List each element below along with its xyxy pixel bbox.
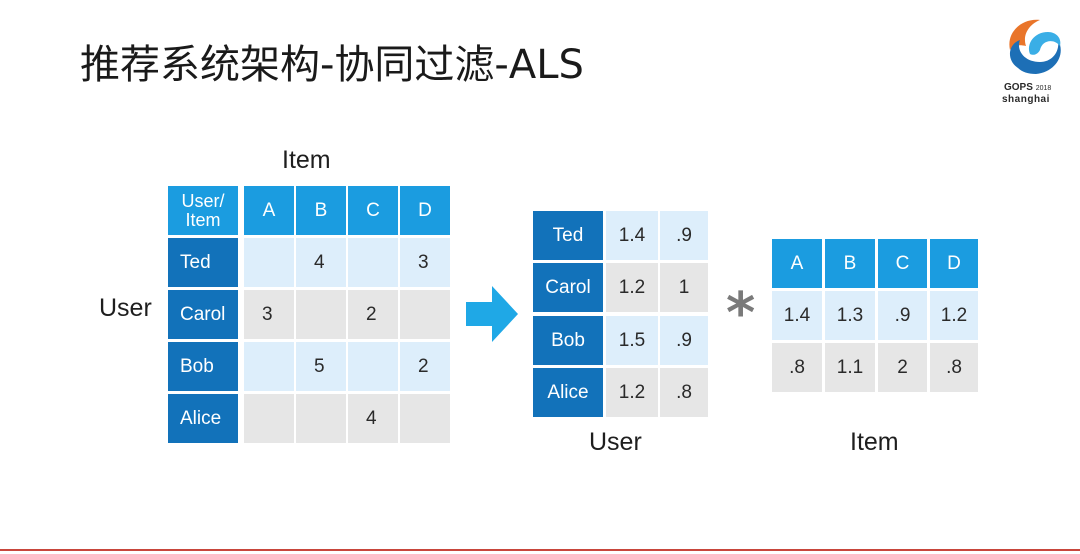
item-cell: 2 — [878, 343, 927, 392]
corner-line-1: User/ — [181, 190, 225, 211]
user-cell: 1.2 — [606, 368, 658, 417]
page-title: 推荐系统架构-协同过滤-ALS — [80, 42, 584, 88]
bottom-accent-line — [0, 549, 1080, 551]
user-row-header-bob: Bob — [533, 316, 603, 365]
rating-cell — [400, 394, 450, 443]
rating-cell — [400, 290, 450, 339]
rating-col-header-c: C — [348, 186, 398, 235]
rating-matrix-item-label: Item — [282, 146, 331, 174]
user-cell: 1.4 — [606, 211, 658, 260]
user-row-header-ted: Ted — [533, 211, 603, 260]
rating-matrix-user-label: User — [99, 294, 152, 322]
item-col-header-c: C — [878, 239, 927, 288]
rating-cell: 3 — [400, 238, 450, 287]
user-matrix-label: User — [589, 428, 642, 456]
user-cell: 1.5 — [606, 316, 658, 365]
rating-col-header-d: D — [400, 186, 450, 235]
rating-cell — [244, 238, 294, 287]
rating-cell: 4 — [348, 394, 398, 443]
rating-cell — [296, 290, 346, 339]
gops-swirl-icon — [1009, 19, 1061, 74]
item-cell: 1.4 — [772, 291, 822, 340]
logo-brand: GOPS — [1004, 82, 1033, 93]
item-cell: .8 — [772, 343, 822, 392]
user-cell: 1 — [660, 263, 708, 312]
rating-cell: 3 — [244, 290, 294, 339]
user-cell: .9 — [660, 211, 708, 260]
item-col-header-b: B — [825, 239, 875, 288]
item-cell: 1.1 — [825, 343, 875, 392]
multiply-symbol: * — [726, 281, 756, 346]
rating-cell: 4 — [296, 238, 346, 287]
item-col-header-a: A — [772, 239, 822, 288]
rating-cell — [244, 342, 294, 391]
gops-logo: GOPS 2018 shanghai — [996, 10, 1070, 114]
rating-cell — [244, 394, 294, 443]
rating-cell — [348, 238, 398, 287]
item-cell: .8 — [930, 343, 978, 392]
rating-row-header-alice: Alice — [168, 394, 238, 443]
rating-cell: 5 — [296, 342, 346, 391]
item-cell: 1.2 — [930, 291, 978, 340]
rating-cell: 2 — [400, 342, 450, 391]
user-row-header-carol: Carol — [533, 263, 603, 312]
rating-row-header-carol: Carol — [168, 290, 238, 339]
rating-cell — [296, 394, 346, 443]
user-cell: .8 — [660, 368, 708, 417]
user-cell: .9 — [660, 316, 708, 365]
user-cell: 1.2 — [606, 263, 658, 312]
item-cell: .9 — [878, 291, 927, 340]
user-row-header-alice: Alice — [533, 368, 603, 417]
right-arrow-icon — [466, 286, 518, 342]
corner-line-2: Item — [185, 209, 221, 230]
item-col-header-d: D — [930, 239, 978, 288]
logo-city: shanghai — [1002, 94, 1050, 105]
logo-year: 2018 — [1035, 85, 1052, 92]
rating-cell — [348, 342, 398, 391]
item-cell: 1.3 — [825, 291, 875, 340]
rating-row-header-bob: Bob — [168, 342, 238, 391]
item-matrix-label: Item — [850, 428, 899, 456]
rating-cell: 2 — [348, 290, 398, 339]
rating-row-header-ted: Ted — [168, 238, 238, 287]
rating-matrix-corner-header: User/ Item — [168, 186, 238, 235]
rating-col-header-b: B — [296, 186, 346, 235]
rating-col-header-a: A — [244, 186, 294, 235]
